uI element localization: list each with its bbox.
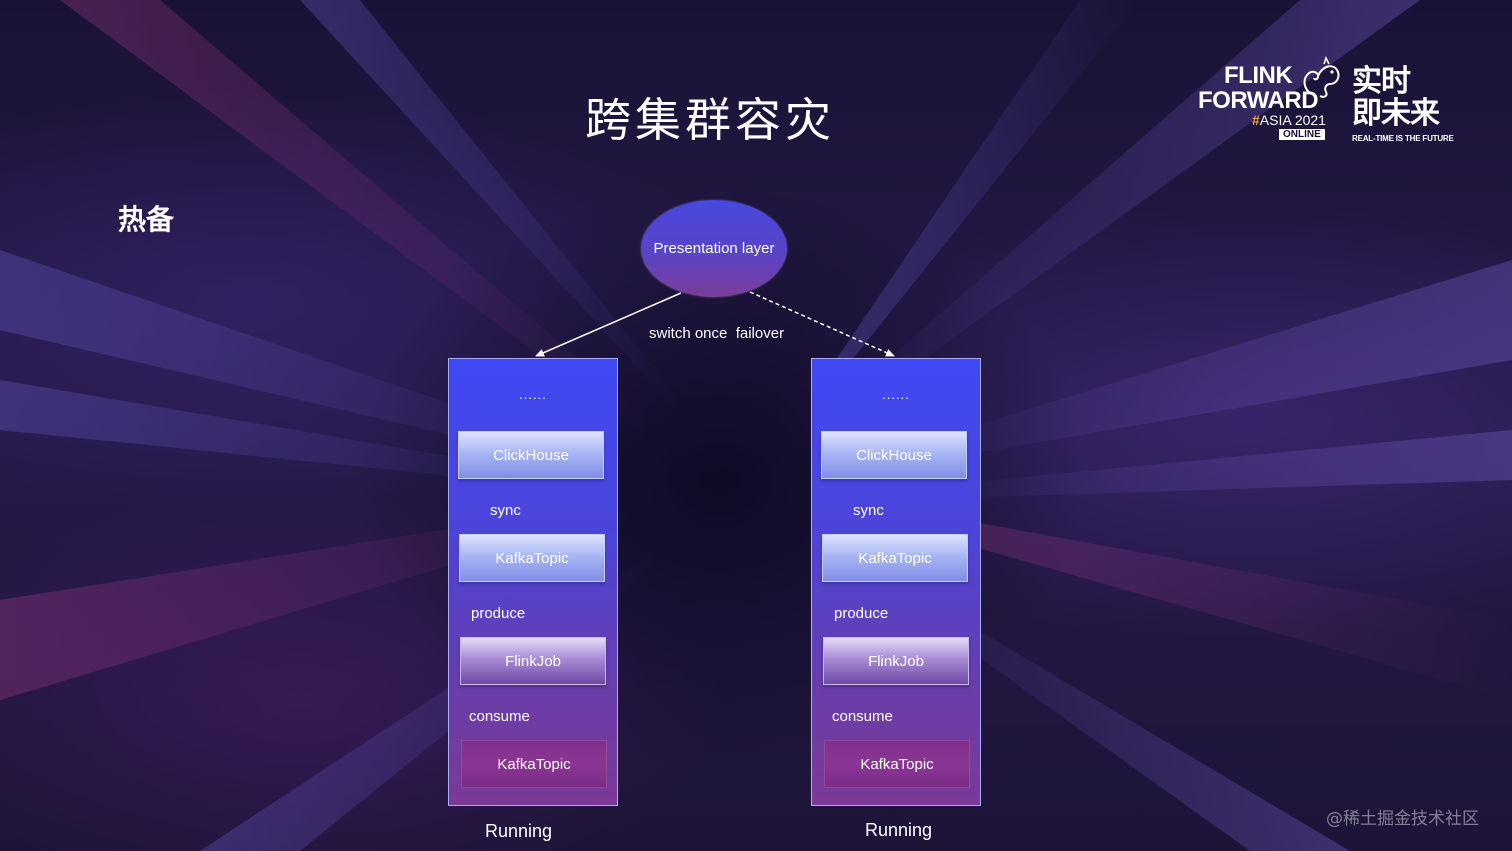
right-kafka-sink-node: KafkaTopic [822, 534, 968, 582]
switch-failover-label: switch once failover [649, 325, 785, 342]
right-cluster: ...... [811, 358, 981, 806]
left-cluster-ellipsis: ...... [519, 387, 547, 402]
left-consume-label: consume [469, 708, 530, 725]
right-sync-label: sync [853, 502, 884, 519]
left-clickhouse-node: ClickHouse [458, 431, 604, 479]
left-produce-label: produce [471, 605, 526, 622]
logo-cn-line2: 即未来 [1352, 96, 1440, 131]
slide-subtitle: 热备 [118, 203, 175, 236]
flink-forward-logo: FLINK FORWARD #ASIA 2021 ONLINE 实时 即未来 R… [1196, 56, 1456, 148]
presentation-layer-node: Presentation layer [641, 200, 787, 297]
slide-title: 跨集群容灾 [585, 93, 835, 147]
logo-cn-line1: 实时 [1352, 64, 1411, 99]
logo-online-badge: ONLINE [1279, 129, 1325, 140]
presentation-layer-label: Presentation layer [653, 240, 775, 257]
squirrel-icon [1303, 56, 1340, 98]
logo-forward-text: FORWARD [1198, 87, 1319, 114]
left-flinkjob-node: FlinkJob [460, 637, 606, 685]
logo-event-text: #ASIA 2021 [1252, 113, 1326, 127]
watermark: @稀土掘金技术社区 [1326, 809, 1479, 829]
logo-flink-text: FLINK [1224, 62, 1293, 89]
logo-tagline: REAL-TIME IS THE FUTURE [1352, 134, 1454, 143]
right-kafka-source-node: KafkaTopic [824, 740, 970, 788]
right-produce-label: produce [834, 605, 889, 622]
logo-chinese-text: 实时 即未来 [1352, 64, 1440, 131]
left-cluster: ...... [448, 358, 618, 806]
right-clickhouse-node: ClickHouse [821, 431, 967, 479]
left-status-label: Running [485, 821, 553, 841]
left-kafka-sink-node: KafkaTopic [459, 534, 605, 582]
right-flinkjob-node: FlinkJob [823, 637, 969, 685]
left-kafka-source-node: KafkaTopic [461, 740, 607, 788]
logo-hash: # [1252, 112, 1260, 128]
left-sync-label: sync [490, 502, 521, 519]
right-status-label: Running [865, 820, 933, 840]
right-consume-label: consume [832, 708, 893, 725]
right-cluster-ellipsis: ...... [882, 387, 910, 402]
logo-event: ASIA 2021 [1259, 112, 1326, 128]
